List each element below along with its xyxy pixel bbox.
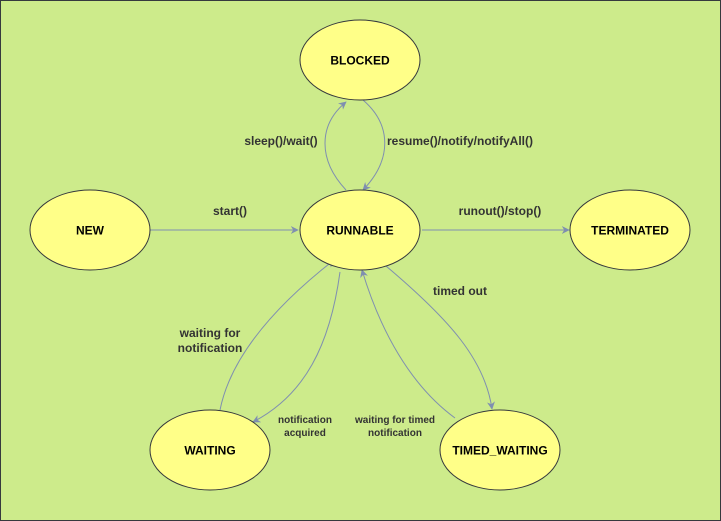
state-terminated: TERMINATED	[569, 189, 691, 271]
label-runout-stop: runout()/stop()	[459, 204, 542, 218]
label-waiting-for-notification-line2: notification	[178, 341, 243, 355]
edge-timed-out	[385, 265, 495, 410]
state-label-terminated: TERMINATED	[591, 224, 669, 238]
edge-waiting-for-notification	[219, 259, 335, 411]
label-notification-acquired-line1: notification	[278, 415, 332, 426]
edge-notification-acquired	[252, 271, 341, 423]
label-waiting-for-timed-notification-line2: notification	[368, 428, 422, 439]
edge-sleep-wait	[324, 101, 347, 191]
state-new: NEW	[29, 189, 151, 271]
state-blocked: BLOCKED	[299, 19, 421, 101]
label-resume-notify: resume()/notify/notifyAll()	[387, 134, 533, 148]
state-label-runnable: RUNNABLE	[326, 224, 393, 238]
label-sleep-wait: sleep()/wait()	[244, 134, 317, 148]
edge-resume-notify	[362, 99, 386, 191]
label-start: start()	[213, 204, 247, 218]
state-runnable: RUNNABLE	[299, 189, 421, 271]
label-waiting-for-notification-line1: waiting for	[179, 326, 241, 340]
state-timed-waiting: TIMED_WAITING	[439, 409, 561, 491]
label-notification-acquired-line2: acquired	[284, 428, 326, 439]
label-waiting-for-timed-notification-line1: waiting for timed	[354, 415, 435, 426]
state-waiting: WAITING	[149, 409, 271, 491]
edge-waiting-for-timed-notification	[360, 269, 456, 419]
state-label-waiting: WAITING	[184, 444, 235, 458]
state-label-blocked: BLOCKED	[330, 54, 390, 68]
label-timed-out: timed out	[433, 284, 487, 298]
state-label-new: NEW	[76, 224, 105, 238]
state-label-timed-waiting: TIMED_WAITING	[452, 444, 547, 458]
